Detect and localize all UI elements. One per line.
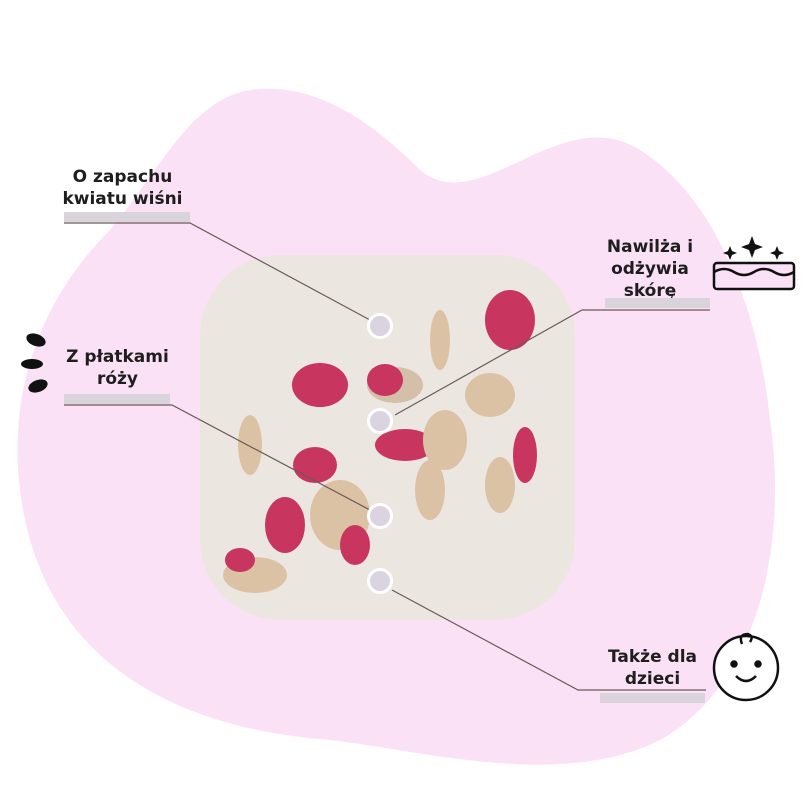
label-underline [64, 394, 170, 404]
feature-cherry-blossom-scent: O zapachu kwiatu wiśni [40, 166, 205, 210]
feature-line: odżywia [611, 259, 689, 279]
baby-face-icon [712, 632, 780, 702]
leader-lines [64, 222, 710, 691]
feature-line: Z płatkami [66, 347, 169, 367]
feature-line: dzieci [624, 669, 681, 689]
feature-rose-petals: Z płatkami róży [55, 346, 180, 390]
label-underline [605, 298, 710, 308]
feature-line: Nawilża i [606, 237, 694, 257]
marker-dot[interactable] [367, 503, 393, 529]
marker-dot[interactable] [367, 408, 393, 434]
rose-petals [223, 290, 537, 593]
feature-moisturizes-skin: Nawilża i odżywia skórę [585, 236, 715, 302]
feature-line: kwiatu wiśni [62, 189, 183, 209]
label-underline [64, 212, 190, 222]
marker-dot[interactable] [367, 313, 393, 339]
moisturized-skin-icon [712, 236, 796, 291]
feature-line: O zapachu [72, 167, 173, 187]
feature-for-children: Także dla dzieci [590, 646, 715, 690]
marker-dot[interactable] [367, 568, 393, 594]
label-underline [600, 693, 705, 703]
feature-line: skórę [623, 281, 677, 301]
feature-line: Także dla [608, 647, 697, 667]
petals-icon [21, 333, 48, 393]
feature-line: róży [96, 369, 139, 389]
